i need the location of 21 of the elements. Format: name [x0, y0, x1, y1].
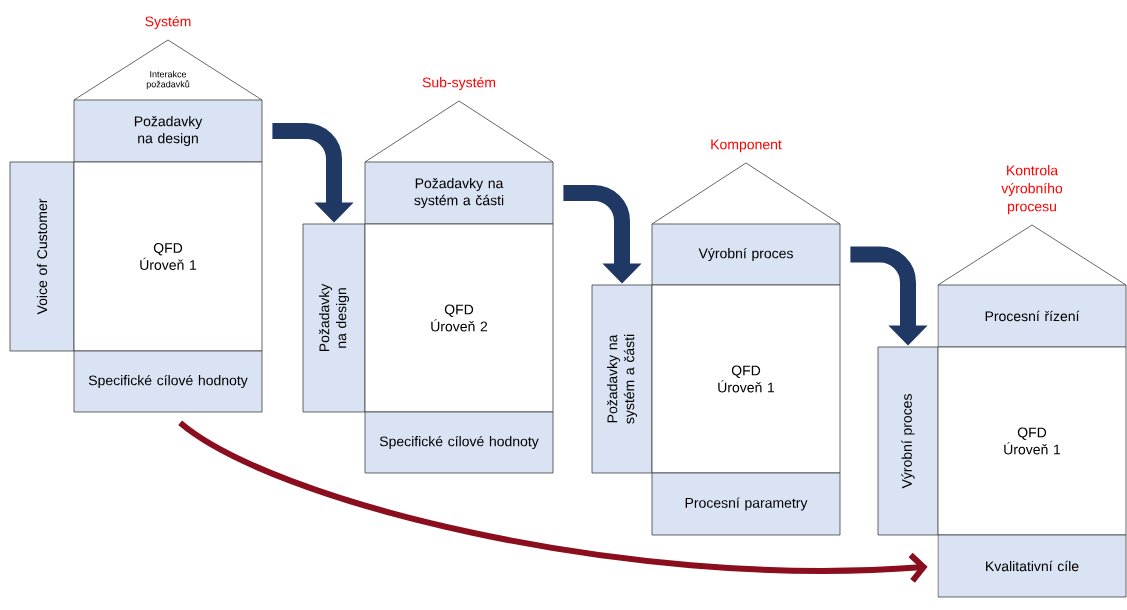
header-box: Výrobní proces [651, 223, 841, 286]
roof-title: Systém [145, 15, 191, 30]
side-box: Požadavky na design [302, 223, 366, 413]
result-box: Specifické cílové hodnoty [364, 411, 554, 474]
matrix-box: QFD Úroveň 1 [73, 161, 263, 352]
side-box: Voice of Customer [9, 161, 75, 352]
matrix-box: QFD Úroveň 1 [651, 284, 841, 474]
header-box: Procesní řízení [937, 284, 1127, 348]
side-box: Výrobní proces [877, 346, 939, 536]
matrix-box: QFD Úroveň 2 [364, 223, 554, 413]
side-box: Požadavky na systém a části [591, 284, 653, 474]
header-box: Požadavky na systém a části [364, 161, 554, 225]
arrow [178, 420, 928, 583]
roof-title: Komponent [711, 139, 782, 153]
result-box: Procesní parametry [651, 472, 841, 536]
roof-title: Kontrola výrobního procesu [1001, 165, 1063, 215]
result-box: Kvalitativní cíle [937, 534, 1127, 598]
matrix-box: QFD Úroveň 1 [937, 346, 1127, 536]
header-box: Požadavky na design [73, 99, 263, 163]
roof-title: Sub-systém [422, 76, 496, 91]
result-box: Specifické cílové hodnoty [73, 350, 263, 413]
